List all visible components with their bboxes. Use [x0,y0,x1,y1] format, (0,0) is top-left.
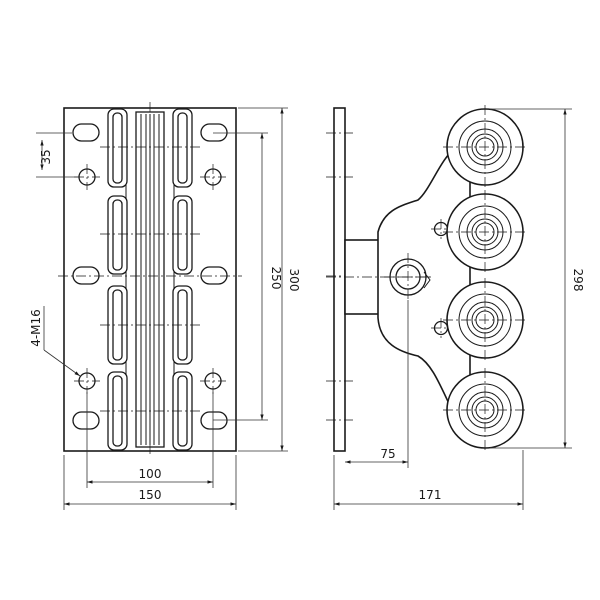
threaded-holes [74,164,226,394]
dim-text-300: 300 [287,269,301,292]
dim-text-100: 100 [139,467,162,481]
dim-thread-callout: 4-M16 [29,306,81,377]
mounting-slots [72,123,228,430]
dim-text-250: 250 [269,267,283,290]
side-base-plate [333,107,346,452]
dim-text-150: 150 [139,488,162,502]
side-wheel-1 [443,105,527,189]
dim-text-298: 298 [571,269,585,292]
dim-plate-width: 150 [63,455,237,510]
dim-slot-offset: 35 [36,132,78,178]
front-view: 35 4-M16 100 150 250 [29,102,301,510]
side-wheel-2 [443,190,527,274]
dim-vertical-hole-spacing: 250 [213,132,283,421]
dim-text-171: 171 [419,488,442,502]
dim-side-height: 298 [490,108,585,449]
side-wheel-4 [443,368,527,452]
front-rollers-right [172,108,193,451]
dim-text-thread: 4-M16 [29,309,43,347]
dim-side-width: 171 [333,450,524,510]
dim-text-slot-offset: 35 [39,149,53,164]
dim-plate-height: 300 [238,107,301,452]
side-view: 75 171 298 [326,105,585,510]
dim-text-75: 75 [380,447,395,461]
dim-side-offset: 75 [345,300,409,468]
dim-horizontal-hole-spacing: 100 [86,392,214,488]
side-wheel-3 [443,278,527,362]
